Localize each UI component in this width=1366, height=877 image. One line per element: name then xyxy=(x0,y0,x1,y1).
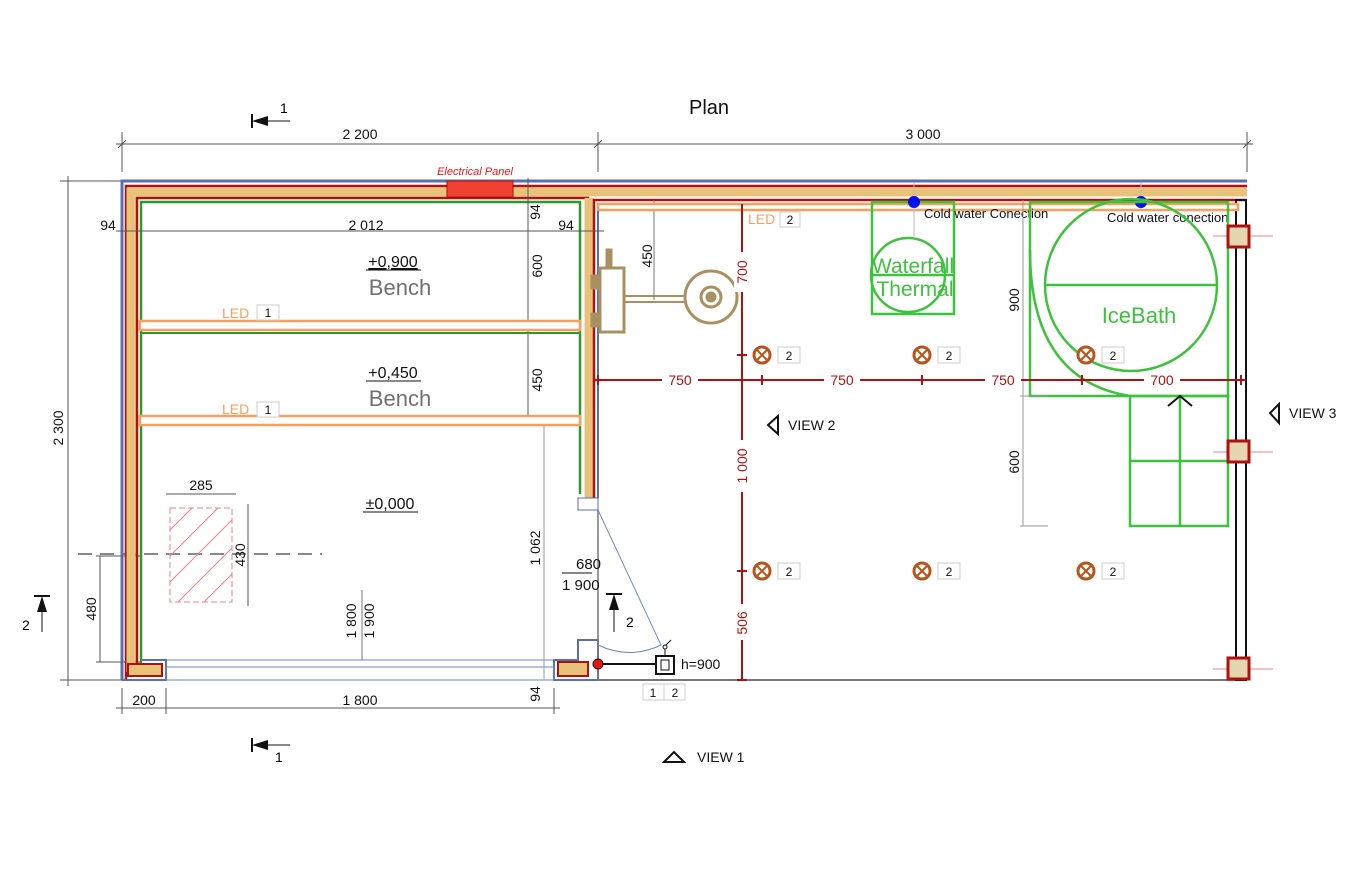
section-2-label: 2 xyxy=(22,617,30,633)
level-label: +0,900 xyxy=(368,254,417,271)
icebath-label: IceBath xyxy=(1102,303,1177,328)
dim-bench2-depth: 450 xyxy=(529,368,545,392)
level-label: +0,450 xyxy=(368,365,417,382)
wall-posts xyxy=(1213,224,1273,681)
dim-spacing: 750 xyxy=(830,372,854,388)
view-1-label: VIEW 1 xyxy=(697,749,745,765)
bench-label: Bench xyxy=(369,275,431,300)
dim-overall-height: 2 300 xyxy=(50,410,66,445)
waterfall-thermal[interactable] xyxy=(869,200,956,316)
dim-bench1-depth: 600 xyxy=(529,254,545,278)
led-label: LED xyxy=(222,401,249,417)
light-switch[interactable] xyxy=(592,639,675,675)
section-marker-1-bottom[interactable]: 1 xyxy=(251,738,290,765)
view-marker-1[interactable]: VIEW 1 xyxy=(661,749,745,765)
dim-bottom-left: 200 xyxy=(132,692,156,708)
lamp-tag: 2 xyxy=(1110,565,1117,579)
ice-bath[interactable] xyxy=(1028,197,1230,398)
sauna-walls xyxy=(120,179,1247,681)
electrical-panel-label: Electrical Panel xyxy=(437,166,513,178)
led-tag: 1 xyxy=(265,403,272,417)
led-tag: 2 xyxy=(787,213,794,227)
ice-bath-steps[interactable] xyxy=(1128,394,1230,528)
section-marker-2-door[interactable]: 2 xyxy=(606,593,634,632)
lamp-tag: 2 xyxy=(786,565,793,579)
bench-lower: LED 1 +0,450 Bench xyxy=(138,365,582,427)
switch-tag: 2 xyxy=(672,686,679,700)
ceiling-lamp[interactable]: 2 xyxy=(912,345,961,365)
door[interactable] xyxy=(597,509,662,653)
lamp-tag: 2 xyxy=(1110,349,1117,363)
section-1-label: 1 xyxy=(275,749,283,765)
dim-bottom-door: 1 800 xyxy=(342,692,377,708)
section-marker-2-left[interactable]: 2 xyxy=(22,595,50,633)
floor-level-label: ±0,000 xyxy=(366,496,415,513)
vent-opening xyxy=(166,493,249,606)
step-direction-arrow xyxy=(1167,394,1193,407)
dim-spacing: 750 xyxy=(668,372,692,388)
plan-title: Plan xyxy=(689,97,729,119)
dim-wall-left: 94 xyxy=(100,217,116,233)
switch-tag: 1 xyxy=(650,686,657,700)
lamp-tag: 2 xyxy=(786,349,793,363)
ice-bath-dimension xyxy=(1020,200,1048,527)
cold-water-label-1: Cold water Conection xyxy=(924,206,1048,221)
cold-water-connection-1[interactable] xyxy=(908,196,920,208)
view-marker-3[interactable]: VIEW 3 xyxy=(1268,401,1337,426)
waterfall-label: Waterfall xyxy=(872,255,954,278)
dim-wall-right: 94 xyxy=(558,217,574,233)
dim-inner-width: 2 012 xyxy=(348,217,383,233)
dim-lamp-bottom: 506 xyxy=(734,611,750,635)
ceiling-lamp[interactable]: 2 xyxy=(912,561,961,581)
dim-overall-left: 2 200 xyxy=(342,126,377,142)
ceiling-lamp[interactable]: 2 xyxy=(1076,345,1125,365)
dim-steps-depth: 600 xyxy=(1006,450,1022,474)
dim-vent-width: 285 xyxy=(189,477,213,493)
top-dimension xyxy=(116,132,1253,172)
led-label: LED xyxy=(748,211,775,227)
dim-lamp-offset: 700 xyxy=(734,260,750,284)
ceiling-lamp[interactable]: 2 xyxy=(1076,561,1125,581)
lamp-tag: 2 xyxy=(946,565,953,579)
dim-lamp-spacing: 1 000 xyxy=(734,448,750,483)
section-marker-1-top[interactable]: 1 xyxy=(251,100,290,128)
bottom-dimension xyxy=(116,688,560,714)
bench-upper: LED 1 +0,900 Bench xyxy=(138,254,582,334)
cold-water-label-2: Cold water conection xyxy=(1107,210,1228,225)
ceiling-lamp[interactable]: 2 xyxy=(752,345,801,365)
led-tag: 1 xyxy=(265,306,272,320)
dim-window-height: 1 900 xyxy=(361,603,377,638)
red-dim-labels: 750 750 750 700 700 1 000 506 xyxy=(662,252,1180,640)
view-3-label: VIEW 3 xyxy=(1289,405,1337,421)
dim-vent-height: 430 xyxy=(232,543,248,567)
bench-label: Bench xyxy=(369,386,431,411)
dim-wall-top: 94 xyxy=(527,204,543,220)
dim-icebath-depth: 900 xyxy=(1006,288,1022,312)
dim-bottom-wall: 94 xyxy=(527,686,543,702)
electrical-panel[interactable] xyxy=(446,180,514,198)
section-1-label: 1 xyxy=(280,100,288,116)
view-2-label: VIEW 2 xyxy=(788,417,836,433)
led-label: LED xyxy=(222,305,249,321)
led-tag-box xyxy=(779,211,801,228)
ceiling-lamps: 2 2 2 2 2 2 xyxy=(752,345,1125,581)
dim-spacing: 700 xyxy=(1150,372,1174,388)
door-height: 1 900 xyxy=(562,577,600,594)
dim-heater-offset: 450 xyxy=(639,244,655,268)
dim-spacing: 750 xyxy=(991,372,1015,388)
view-marker-2[interactable]: VIEW 2 xyxy=(766,413,836,437)
dim-overall-right: 3 000 xyxy=(905,126,940,142)
switch-height-label: h=900 xyxy=(681,656,721,672)
dim-vent-offset: 480 xyxy=(83,597,99,621)
dim-floor-depth: 1 062 xyxy=(527,530,543,565)
thermal-label: Thermal xyxy=(876,278,953,301)
ceiling-lamp[interactable]: 2 xyxy=(752,561,801,581)
lamp-tag: 2 xyxy=(946,349,953,363)
dim-window-width: 1 800 xyxy=(343,603,359,638)
door-width: 680 xyxy=(576,556,601,573)
sauna-heater[interactable] xyxy=(590,248,739,334)
section-2-label: 2 xyxy=(626,614,634,630)
